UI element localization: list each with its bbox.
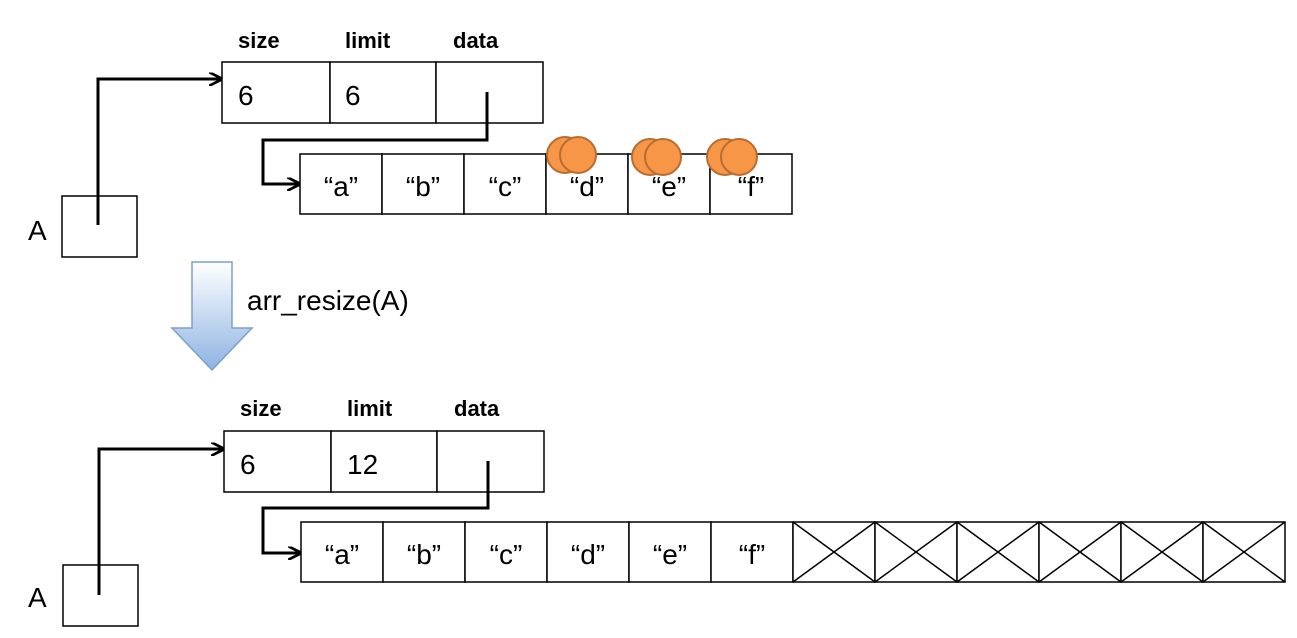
top-struct-box	[221, 61, 544, 124]
bottom-array-value: “d”	[571, 539, 605, 570]
empty-cell	[792, 521, 876, 583]
coin-icon	[631, 138, 682, 176]
top-array-value: “a”	[324, 171, 358, 202]
top-array-value: “e”	[652, 171, 686, 202]
bottom-array-cell	[300, 521, 384, 583]
bottom-array-cell	[546, 521, 630, 583]
operation-label: arr_resize(A)	[247, 285, 409, 316]
bottom-limit-cell	[330, 430, 438, 493]
top-data-cell	[435, 61, 544, 124]
empty-cell	[1038, 521, 1122, 583]
bottom-variable-label: A	[28, 582, 47, 613]
empty-cell	[1120, 521, 1204, 583]
coin-icon	[706, 138, 758, 176]
top-limit-cell	[329, 61, 437, 124]
bottom-array	[300, 521, 794, 583]
bottom-array-value: “e”	[653, 539, 687, 570]
bottom-array-value: “a”	[325, 539, 359, 570]
bottom-array-cell	[710, 521, 794, 583]
coin-icon-group	[546, 136, 758, 176]
empty-cells	[792, 521, 1286, 583]
bottom-array-value: “f”	[739, 539, 765, 570]
empty-cell	[1202, 521, 1286, 583]
bottom-struct-box	[223, 430, 545, 493]
top-pointer-arrow	[96, 79, 220, 225]
top-array-value: “c”	[489, 171, 522, 202]
top-variable-label: A	[28, 215, 47, 246]
bottom-data-pointer-arrow	[261, 461, 490, 553]
empty-cell	[956, 521, 1040, 583]
bottom-limit-header: limit	[347, 396, 393, 421]
top-size-header: size	[238, 28, 280, 53]
bottom-data-header: data	[454, 396, 500, 421]
top-data-pointer-arrow	[261, 92, 489, 184]
top-data-header: data	[453, 28, 499, 53]
bottom-size-header: size	[240, 396, 282, 421]
bottom-size-value: 6	[240, 449, 256, 480]
top-size-cell	[221, 61, 331, 124]
top-diagram: size limit data 6 6 A “a” “b” “c” “d” “e…	[28, 28, 793, 258]
top-array-cell	[299, 153, 383, 215]
bottom-size-cell	[223, 430, 332, 493]
bottom-array-value: “b”	[407, 539, 441, 570]
top-array-value: “b”	[406, 171, 440, 202]
top-array-value: “f”	[738, 171, 764, 202]
bottom-array-cell	[464, 521, 548, 583]
empty-cell	[874, 521, 958, 583]
top-size-value: 6	[238, 80, 254, 111]
top-limit-value: 6	[345, 80, 361, 111]
top-array-cell	[463, 153, 547, 215]
bottom-array-value: “c”	[490, 539, 523, 570]
bottom-diagram: size limit data 6 12 A “a” “b” “c” “d” “…	[28, 396, 1286, 627]
coin-icon	[546, 136, 597, 174]
bottom-array-cell	[382, 521, 466, 583]
bottom-pointer-arrow	[97, 449, 222, 595]
down-arrow-icon	[170, 261, 254, 372]
top-limit-header: limit	[345, 28, 391, 53]
bottom-limit-value: 12	[347, 449, 378, 480]
top-array-value: “d”	[570, 171, 604, 202]
bottom-data-cell	[436, 430, 545, 493]
